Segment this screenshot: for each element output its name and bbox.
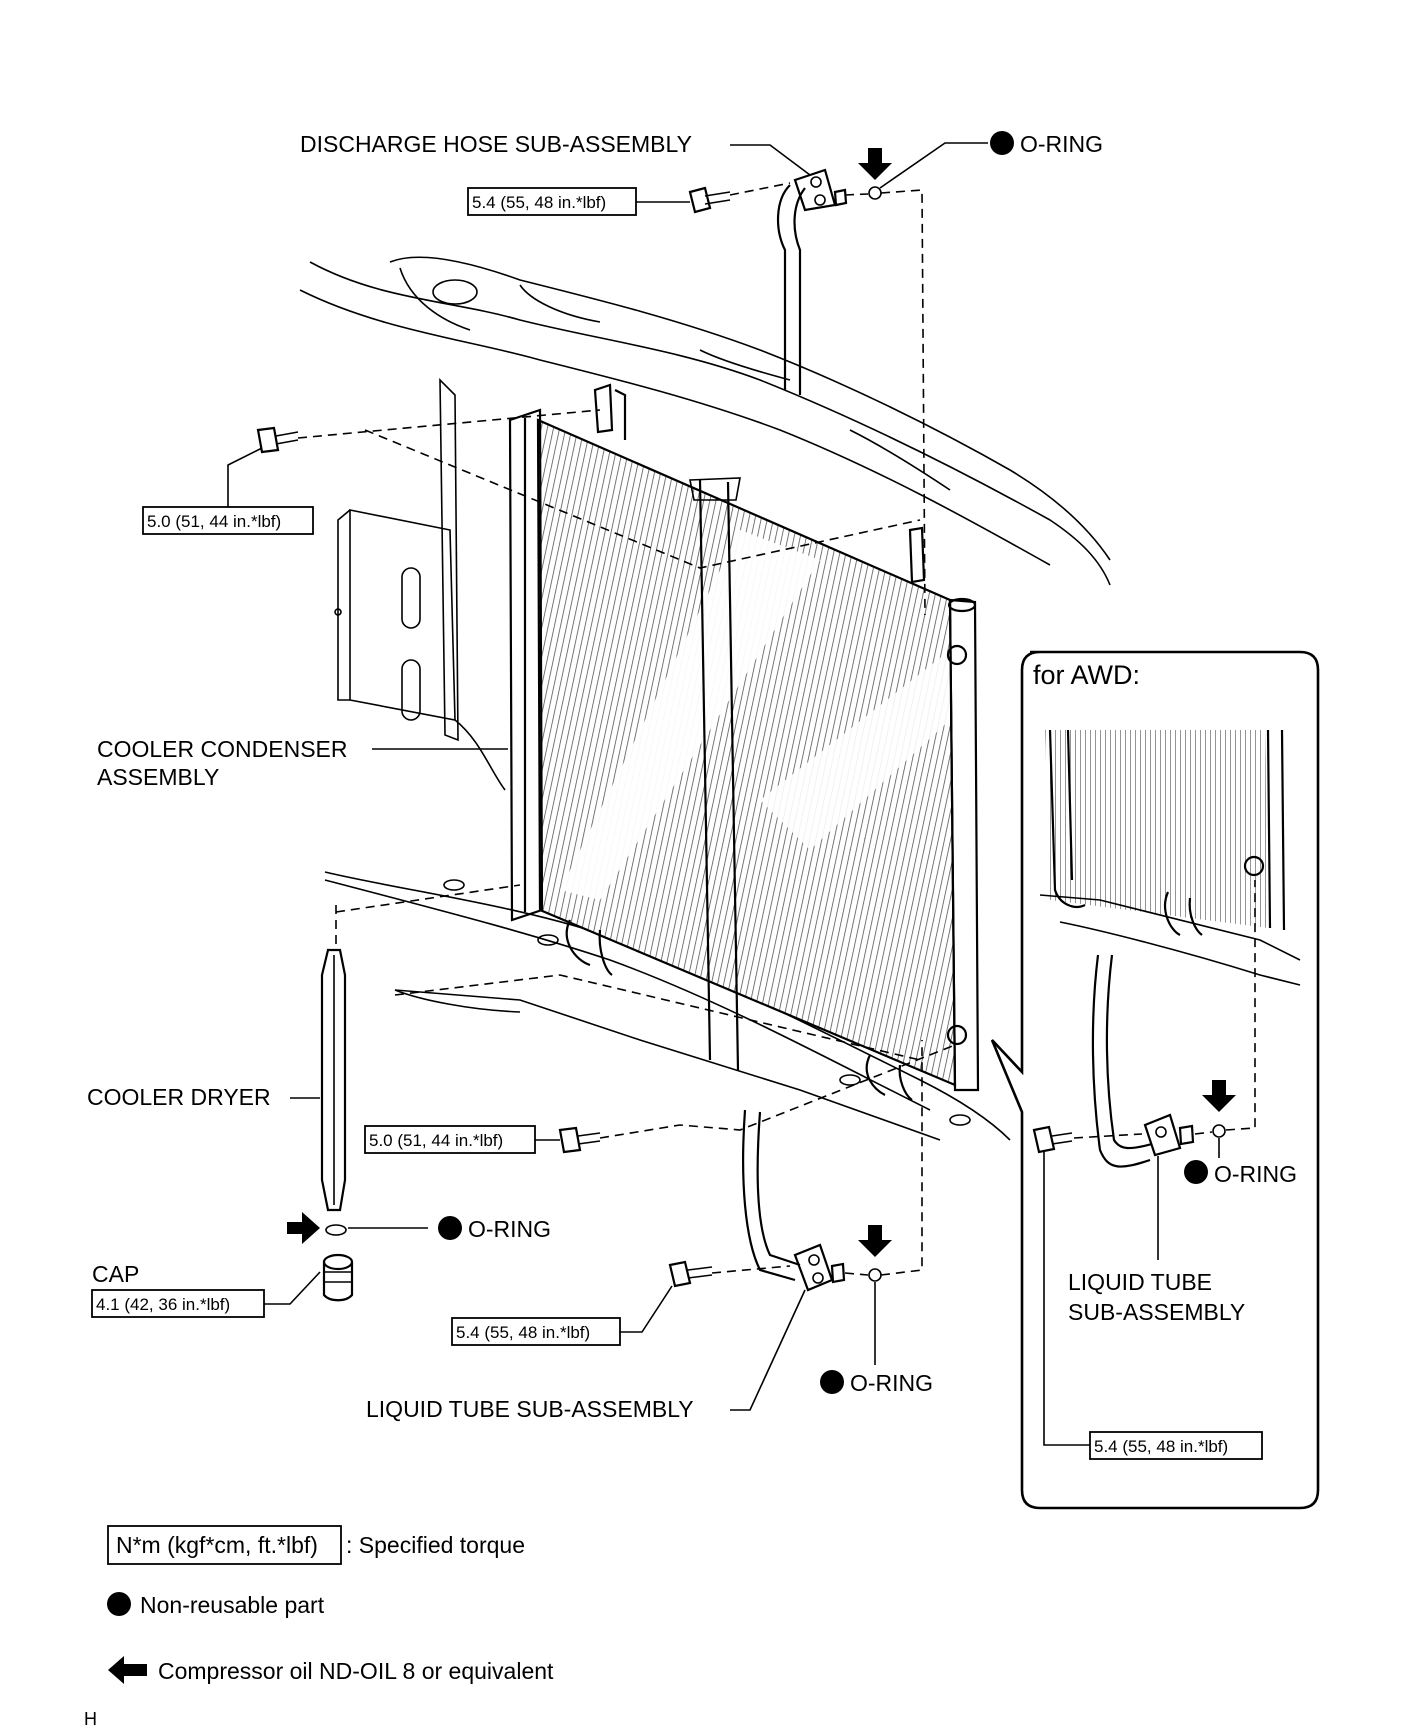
legend: N*m (kgf*cm, ft.*lbf) : Specified torque… <box>107 1525 554 1684</box>
legend-non-reusable: Non-reusable part <box>140 1592 325 1618</box>
o-ring-icon <box>868 1268 882 1282</box>
legend-torque-desc: : Specified torque <box>346 1532 525 1558</box>
label-discharge-hose: DISCHARGE HOSE SUB-ASSEMBLY <box>300 131 692 157</box>
bolt-icon <box>668 1260 713 1288</box>
assembly-dashed-lines <box>297 182 956 1276</box>
left-side-member <box>334 378 506 791</box>
oil-arrow-icon <box>858 1225 892 1257</box>
cooler-condenser <box>508 383 980 1101</box>
bolt-icon <box>256 426 299 454</box>
label-cooler-dryer: COOLER DRYER <box>87 1084 271 1110</box>
awd-inset-panel: for AWD: O-RING LIQUID TUBE <box>990 650 1320 1510</box>
non-reusable-dot-icon <box>107 1592 131 1616</box>
torque-cap: 4.1 (42, 36 in.*lbf) <box>96 1295 230 1314</box>
torque-box <box>1089 1431 1263 1460</box>
torque-condenser-upper: 5.0 (51, 44 in.*lbf) <box>147 512 281 531</box>
non-reusable-dot-icon <box>820 1370 844 1394</box>
discharge-hose <box>776 168 848 395</box>
cap-part <box>322 1253 354 1302</box>
liquid-tube-main <box>742 1109 846 1292</box>
bolt-icon <box>688 186 731 214</box>
torque-box <box>91 1289 265 1318</box>
torque-awd-liquid-tube: 5.4 (55, 48 in.*lbf) <box>1094 1437 1228 1456</box>
legend-torque-unit: N*m (kgf*cm, ft.*lbf) <box>116 1532 318 1558</box>
non-reusable-dot-icon <box>990 131 1014 155</box>
awd-title: for AWD: <box>1033 660 1140 690</box>
bolt-icon <box>558 1126 601 1154</box>
o-ring-icon <box>868 186 882 200</box>
label-cooler-condenser: COOLER CONDENSER <box>97 736 347 762</box>
torque-liquid-tube: 5.4 (55, 48 in.*lbf) <box>456 1323 590 1342</box>
label-cap: CAP <box>92 1261 139 1287</box>
legend-compressor-oil: Compressor oil ND-OIL 8 or equivalent <box>158 1658 554 1684</box>
torque-box <box>451 1317 621 1346</box>
oil-arrow-icon <box>1202 1080 1236 1112</box>
oil-arrow-icon <box>108 1656 147 1684</box>
oil-arrow-icon <box>858 148 892 180</box>
torque-box <box>142 506 314 535</box>
oil-arrow-icon <box>287 1212 320 1244</box>
label-cooler-condenser-2: ASSEMBLY <box>97 764 219 790</box>
cooler-dryer <box>320 948 347 1236</box>
legend-torque-box <box>107 1525 342 1565</box>
label-o-ring-bottom: O-RING <box>850 1370 933 1396</box>
label-liquid-tube-awd-2: SUB-ASSEMBLY <box>1068 1299 1245 1325</box>
torque-discharge-hose: 5.4 (55, 48 in.*lbf) <box>472 193 606 212</box>
non-reusable-dot-icon <box>438 1216 462 1240</box>
non-reusable-dot-icon <box>1184 1160 1208 1184</box>
upper-radiator-support <box>299 256 1111 586</box>
torque-condenser-lower: 5.0 (51, 44 in.*lbf) <box>369 1131 503 1150</box>
label-liquid-tube: LIQUID TUBE SUB-ASSEMBLY <box>366 1396 694 1422</box>
label-o-ring-awd: O-RING <box>1214 1161 1297 1187</box>
footer-code: H <box>84 1709 97 1729</box>
label-o-ring-top: O-RING <box>1020 131 1103 157</box>
torque-box <box>467 187 637 216</box>
label-o-ring-dryer: O-RING <box>468 1216 551 1242</box>
label-liquid-tube-awd: LIQUID TUBE <box>1068 1269 1212 1295</box>
